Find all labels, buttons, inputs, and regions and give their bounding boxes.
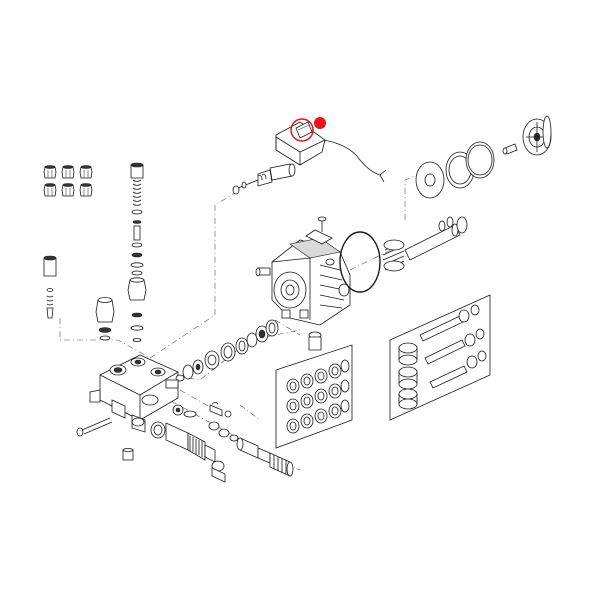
drain-plug: [165, 374, 185, 389]
manifold-bolt: [76, 417, 113, 437]
plug: [122, 448, 134, 461]
nut: [61, 183, 75, 197]
highlight-marker: [290, 117, 326, 142]
manifold-body: [89, 354, 179, 433]
nut-set: [43, 165, 93, 197]
check-valve-stack: [43, 255, 57, 319]
assembly-leader-lines: [59, 171, 426, 471]
unloader-valve-stack: [127, 162, 147, 342]
switch-fitting: [232, 163, 296, 195]
nut: [43, 165, 57, 179]
dipstick: [255, 267, 271, 277]
valve-kit-rings: [286, 359, 350, 434]
shaft-screw: [502, 143, 518, 155]
rear-seal-washer: [415, 161, 445, 199]
filter-fitting: [183, 402, 239, 442]
crankcase-screw: [317, 216, 327, 232]
rear-gasket: [465, 141, 495, 179]
manifold-insert: [172, 404, 184, 416]
inlet-coupler: [236, 437, 294, 477]
bearing: [522, 115, 552, 156]
plunger-kit-box: [389, 294, 491, 421]
seal-row: [182, 319, 279, 380]
drain-plug-small: [308, 331, 322, 351]
pump-crankcase: [271, 229, 351, 326]
injector-assembly: [150, 421, 226, 483]
nut: [79, 165, 93, 179]
valve-kit-box: [275, 344, 353, 449]
nut: [61, 165, 75, 179]
nut: [79, 183, 93, 197]
crankcase-oring: [339, 231, 381, 293]
outlet-fitting: [95, 297, 115, 341]
plunger-spring: [382, 239, 405, 272]
plunger-kit-seals: [458, 304, 487, 369]
nut: [43, 183, 57, 197]
plunger-kit-rods: [419, 315, 468, 389]
plunger-top: [404, 216, 468, 261]
plunger-kit-springs: [398, 342, 418, 410]
